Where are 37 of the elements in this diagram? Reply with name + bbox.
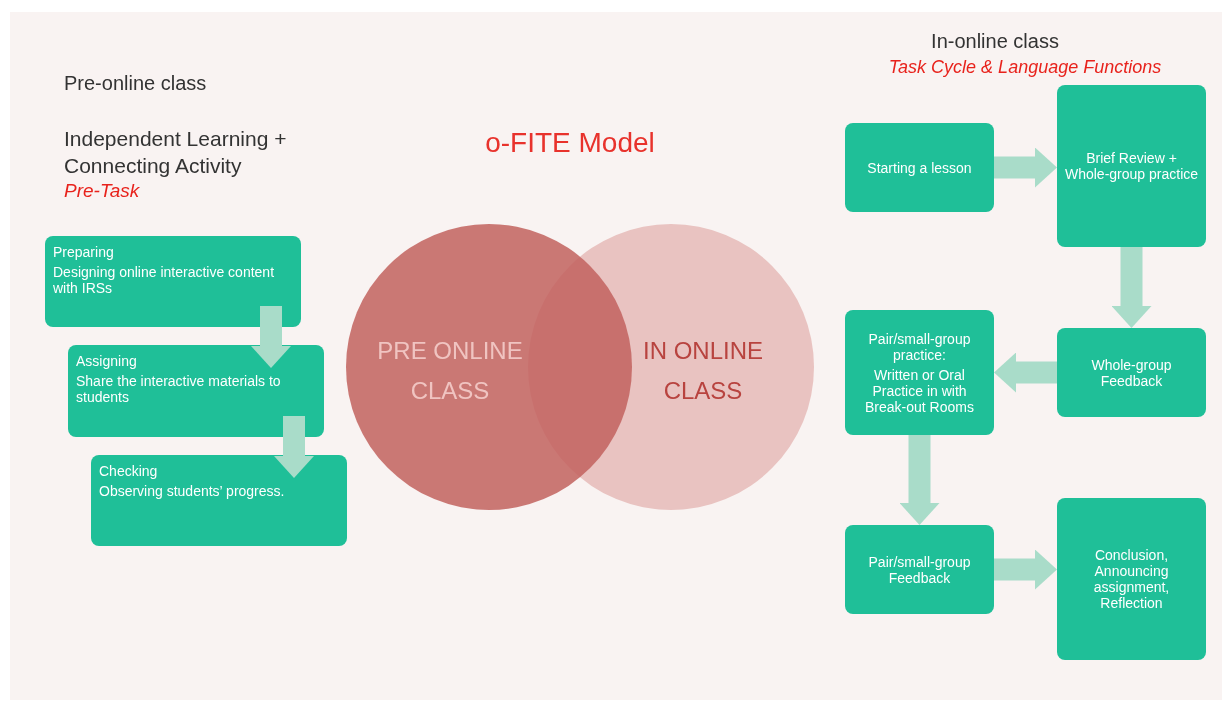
diagram-title: o-FITE Model (484, 127, 656, 159)
step-title: Starting a lesson (867, 159, 972, 176)
step-description: Written or Oral Practice in with Break-out Rooms (864, 366, 975, 415)
block-arrow (899, 435, 940, 525)
step-title: Whole-group Feedback (1090, 356, 1173, 389)
block-arrow (251, 306, 291, 368)
step-title: Preparing (53, 244, 115, 260)
step-box (91, 455, 347, 546)
step-description: Observing students’ progress. (99, 483, 286, 499)
block-arrow (994, 549, 1057, 590)
section-heading: Pre-online class (64, 72, 207, 95)
step-box (1057, 85, 1206, 247)
step-title: Brief Review + Whole-group practice (1063, 150, 1200, 182)
step-box (68, 345, 324, 437)
section-heading: In-online class (930, 30, 1060, 53)
block-arrow (994, 147, 1057, 188)
step-box (845, 310, 994, 435)
step-box (1057, 498, 1206, 660)
block-arrow (1111, 247, 1152, 328)
phase-label: Pre-Task (64, 180, 140, 202)
block-arrow (994, 352, 1057, 393)
step-description: Designing online interactive content with IRSs (53, 264, 276, 296)
step-title: Pair/small-group Feedback (867, 553, 972, 586)
circle-label: PRE ONLINE CLASS (376, 336, 524, 406)
step-title: Conclusion, Announcing assignment, Reflection (1092, 547, 1171, 611)
step-box (845, 123, 994, 212)
step-title: Checking (99, 463, 159, 479)
step-title: Pair/small-group practice: (867, 330, 972, 363)
block-arrow (274, 416, 314, 478)
step-title: Assigning (76, 353, 138, 369)
step-box (1057, 328, 1206, 417)
step-box (845, 525, 994, 614)
circle-label: IN ONLINE CLASS (642, 336, 764, 406)
section-subheading: Independent Learning + Connecting Activity (64, 126, 288, 179)
step-box (45, 236, 301, 327)
step-description: Share the interactive materials to students (76, 373, 282, 405)
phase-label: Task Cycle & Language Functions (887, 57, 1163, 78)
